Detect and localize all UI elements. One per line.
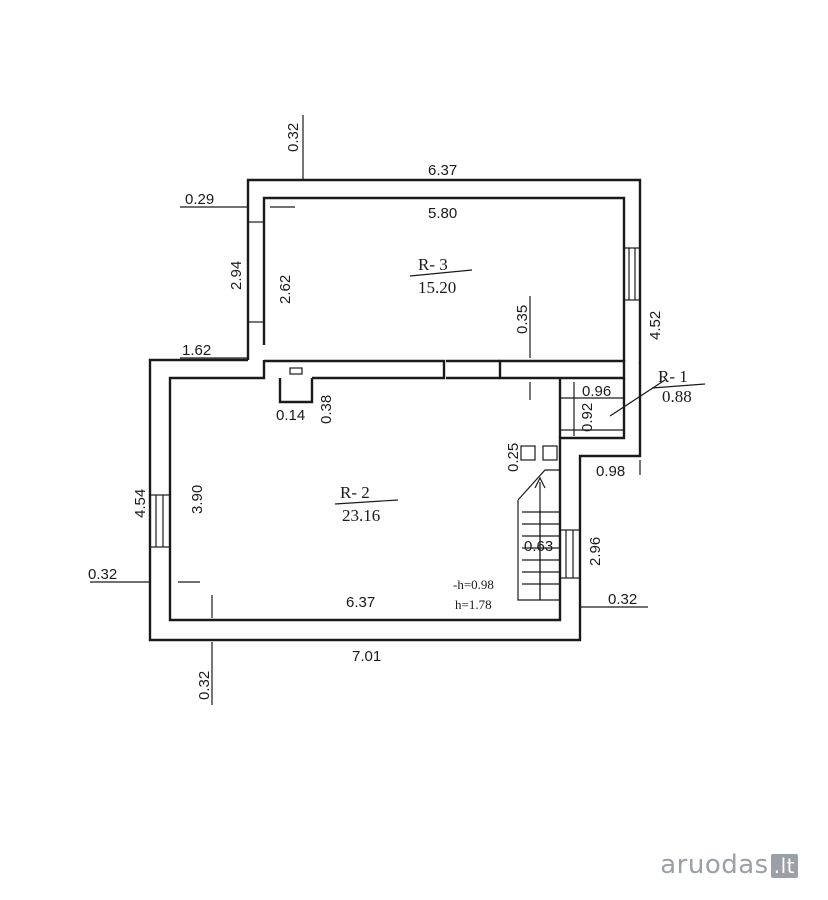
dim-wall-left-top: 0.29 [185, 191, 214, 208]
room-r2-label: R- 2 [340, 483, 370, 502]
dim-wall-bottom: 0.32 [196, 671, 213, 700]
dim-top-inner: 5.80 [428, 205, 457, 222]
dim-r3-right: 4.52 [647, 311, 664, 340]
dim-stair-top: 0.25 [505, 443, 522, 472]
dim-left-step: 1.62 [182, 342, 211, 359]
watermark-logo: aruodas.lt [660, 850, 798, 880]
height-high: h=1.78 [455, 597, 492, 612]
staircase [289, 367, 560, 601]
outer-walls [148, 178, 642, 642]
dim-stair-side: 0.98 [596, 463, 625, 480]
dim-wall-left-bottom: 0.32 [88, 566, 117, 583]
dim-bottom-outer: 7.01 [352, 648, 381, 665]
room-r2-area: 23.16 [342, 506, 380, 525]
dim-left-inner: 3.90 [189, 485, 206, 514]
dim-wall-right-bottom: 0.32 [608, 591, 637, 608]
room-r1-label: R- 1 [658, 367, 688, 386]
dim-r1-d: 0.92 [579, 403, 596, 432]
room-r1-area: 0.88 [662, 387, 692, 406]
r1-room [560, 379, 666, 436]
watermark-text: aruodas [660, 850, 769, 880]
dim-left-outer: 4.54 [132, 489, 149, 518]
room-r3-label: R- 3 [418, 255, 448, 274]
windows [149, 221, 641, 579]
dim-r3-left-outer: 2.94 [228, 261, 245, 290]
room-r3-area: 15.20 [418, 278, 456, 297]
dim-stair-width: 0.63 [524, 538, 553, 555]
watermark-suffix: .lt [770, 854, 798, 878]
dimension-lines [90, 115, 648, 705]
dim-bottom-inner: 6.37 [346, 594, 375, 611]
dim-r1-w: 0.96 [582, 383, 611, 400]
dim-chimney-d: 0.38 [318, 395, 335, 424]
dim-door-r3: 0.35 [514, 305, 531, 334]
dim-r3-left-inner: 2.62 [277, 275, 294, 304]
height-low: -h=0.98 [453, 577, 494, 592]
dim-top-outer: 6.37 [428, 162, 457, 179]
dim-right-lower: 2.96 [587, 537, 604, 566]
dim-wall-top: 0.32 [285, 123, 302, 152]
dim-chimney-w: 0.14 [276, 407, 305, 424]
